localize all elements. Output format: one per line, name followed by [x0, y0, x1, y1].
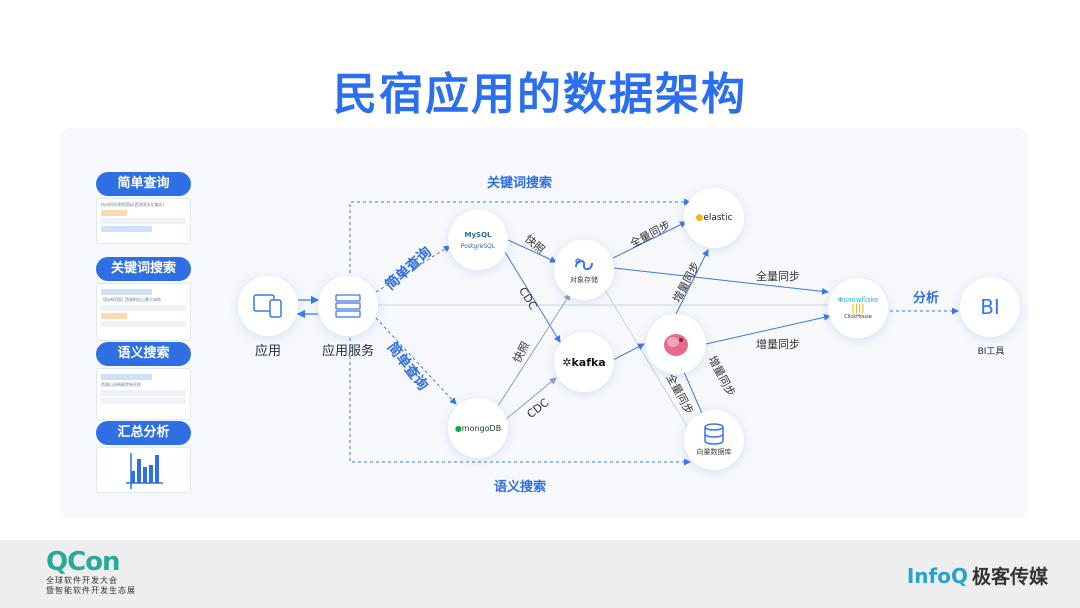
clickhouse-bars-icon: |||| [851, 304, 865, 314]
keyword-search-screenshot: 【杭州民宿】西湖附近山景大床房 [96, 283, 191, 341]
app-service-label: 应用服务 [321, 344, 374, 359]
simple-query-snippet: 杭州阿市滨埠国际(西湖滨水至美店) [101, 202, 165, 207]
devices-icon [253, 294, 282, 318]
mongodb-logo: mongoDB [461, 423, 502, 433]
kafka-icon: ✲ [562, 355, 572, 369]
vector-db-node[interactable]: 向量数据库 [684, 410, 744, 470]
semantic-search-pill[interactable]: 语义搜索 [96, 342, 191, 366]
keyword-search-card: 关键词搜索 【杭州民宿】西湖附近山景大床房 [96, 257, 191, 341]
object-storage-icon [575, 258, 593, 271]
keyword-search-edge-label: 关键词搜索 [487, 176, 553, 191]
snowflake-icon: ✻ [837, 296, 844, 304]
object-storage-node[interactable]: 对象存储 [554, 240, 614, 300]
semantic-search-card: 语义搜索 西湖山间带庭院有民宿 [96, 342, 191, 420]
warehouse-node[interactable]: ✻snowflake |||| ClickHouse [828, 278, 888, 338]
qcon-logo-text: QCon [46, 547, 121, 577]
kafka-node[interactable]: ✲kafka [554, 332, 614, 392]
server-icon [335, 294, 361, 318]
simple-query-pill[interactable]: 简单查询 [96, 172, 191, 196]
bi-icon: BI [980, 295, 1000, 319]
bar-chart-icon [126, 453, 163, 489]
bi-label: BI工具 [977, 347, 1005, 357]
app-service-node[interactable] [318, 276, 378, 336]
mongodb-node[interactable]: ●mongoDB [448, 398, 508, 458]
elastic-logo: elastic [703, 213, 733, 223]
snowflake-logo: snowflake [843, 296, 879, 304]
kafka-logo: kafka [571, 355, 606, 369]
analysis-edge-label: 分析 [913, 291, 940, 306]
elastic-icon: ● [695, 213, 704, 223]
summary-analysis-pill[interactable]: 汇总分析 [96, 421, 191, 445]
summary-analysis-card: 汇总分析 [96, 421, 191, 493]
qcon-logo: QCon 全球软件开发大会 暨智能软件开发生态展 [46, 548, 136, 596]
semantic-search-snippet: 西湖山间带庭院有民宿 [101, 382, 141, 387]
full-sync-warehouse-edge-label: 全量同步 [756, 270, 800, 283]
app-label: 应用 [254, 344, 281, 359]
infoq-cn-text: 极客传媒 [971, 566, 1048, 588]
postgresql-logo: PostgreSQL [460, 242, 496, 250]
semantic-search-edge-label: 语义搜索 [494, 480, 547, 495]
elastic-node[interactable]: ●elastic [684, 188, 744, 248]
keyword-search-snippet: 【杭州民宿】西湖附近山景大床房 [101, 297, 161, 302]
mysql-logo: MySQL [464, 230, 492, 239]
bar-chart-thumbnail [96, 447, 191, 493]
app-node[interactable] [238, 276, 298, 336]
mongodb-leaf-icon: ● [454, 423, 462, 433]
footer-bar [0, 540, 1080, 608]
simple-query-screenshot: 杭州阿市滨埠国际(西湖滨水至美店) [96, 198, 191, 244]
database-icon [704, 423, 724, 445]
simple-query-card: 简单查询 杭州阿市滨埠国际(西湖滨水至美店) [96, 172, 191, 244]
object-storage-label: 对象存储 [570, 276, 598, 284]
qcon-line2: 暨智能软件开发生态展 [46, 586, 136, 595]
page-title: 民宿应用的数据架构 [333, 69, 747, 120]
relational-db-node[interactable]: MySQL PostgreSQL [448, 210, 508, 270]
vector-db-label: 向量数据库 [696, 448, 732, 456]
keyword-search-pill[interactable]: 关键词搜索 [96, 257, 191, 281]
clickhouse-logo: ClickHouse [844, 314, 872, 320]
incr-sync-warehouse-edge-label: 增量同步 [756, 338, 800, 351]
infoq-logo-text: InfoQ [906, 564, 968, 588]
flink-squirrel-icon [664, 334, 688, 356]
qcon-line1: 全球软件开发大会 [46, 576, 118, 585]
bi-node[interactable]: BI [960, 277, 1020, 337]
semantic-search-screenshot: 西湖山间带庭院有民宿 [96, 368, 191, 420]
flink-node[interactable] [646, 314, 706, 374]
